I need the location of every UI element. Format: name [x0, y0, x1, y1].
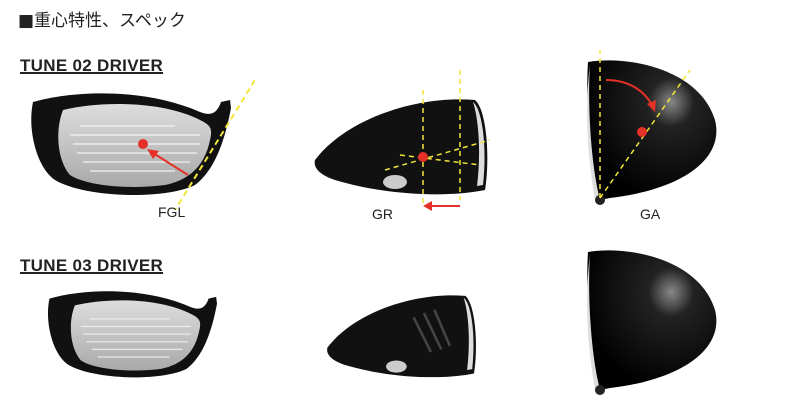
label-fgl: FGL [158, 204, 186, 220]
section-title: ■重心特性、スペック [18, 11, 186, 31]
driver-toe-view-tune-03 [327, 295, 476, 378]
driver-toe-view-gr [314, 70, 491, 211]
driver-crown-view-tune-03 [587, 250, 717, 395]
arrow [647, 100, 656, 112]
driver-face-view-tune-03 [47, 291, 217, 378]
label-gr: GR [372, 206, 393, 222]
driver-face-view-fgl [31, 80, 255, 210]
model-name-tune-03: TUNE 03 DRIVER [20, 256, 164, 275]
model-name-tune-02: TUNE 02 DRIVER [20, 56, 164, 75]
driver-crown-view-ga [587, 50, 717, 205]
arrow [423, 201, 432, 211]
arrow [152, 152, 189, 176]
center-of-gravity-marker [418, 152, 428, 162]
center-of-gravity-marker [637, 127, 647, 137]
label-ga: GA [640, 206, 661, 222]
center-of-gravity-marker [138, 139, 148, 149]
shaft-axis-guide [174, 80, 255, 210]
